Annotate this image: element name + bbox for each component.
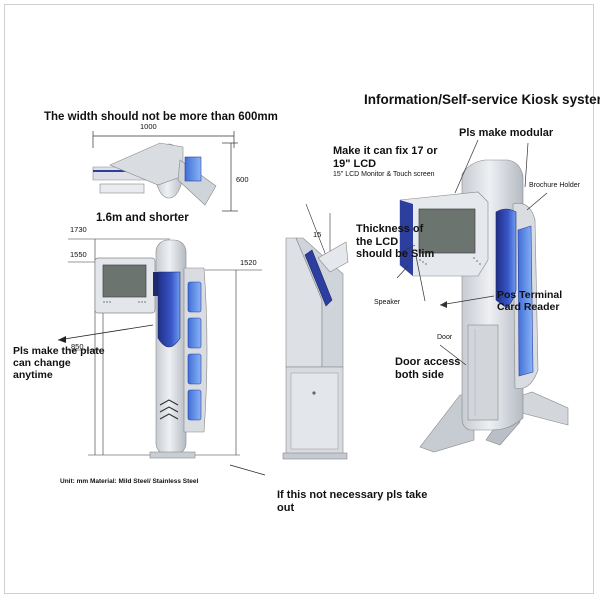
dimension-15: 15 <box>313 230 322 239</box>
page-title: Information/Self-service Kiosk system <box>364 92 600 107</box>
door-access-note: Door access both side <box>395 356 460 381</box>
plate-line-3: anytime <box>13 369 53 382</box>
not-necessary-line-1: If this not necessary pls take <box>277 489 428 501</box>
dimension-1000: 1000 <box>140 122 157 131</box>
lcd-size-line-2: 19" LCD <box>333 157 377 170</box>
plate-note: Pls make the plate can change anytime <box>13 345 105 381</box>
reader-line-2: Card Reader <box>497 301 560 314</box>
top-view <box>92 131 238 212</box>
not-necessary-line-2: out <box>277 501 295 514</box>
height-note: 1.6m and shorter <box>96 212 189 224</box>
plate-line-2: can change <box>13 357 71 370</box>
dimension-1730: 1730 <box>70 225 87 234</box>
door-label: Door <box>437 334 453 341</box>
not-necessary-note: If this not necessary pls take out <box>277 489 427 514</box>
dimension-1520: 1520 <box>240 258 257 267</box>
thickness-line-2: the LCD <box>356 235 399 248</box>
unit-material-note: Unit: mm Material: Mild Steel/ Stainless… <box>60 478 199 485</box>
lcd-size-note: Make it can fix 17 or 19" LCD <box>333 145 438 170</box>
image-frame <box>4 4 594 594</box>
dimension-850: 850 <box>71 342 84 351</box>
reader-note: Pos Terminal Card Reader <box>497 289 562 313</box>
perspective-view <box>396 139 569 453</box>
front-view <box>57 238 266 476</box>
lcd-size-line-1: Make it can fix 17 or <box>333 145 438 157</box>
door-access-line-1: Door access <box>395 356 461 368</box>
thickness-note: Thickness of the LCD should be Slim <box>356 223 434 261</box>
thickness-line-1: Thickness of <box>356 223 424 235</box>
speaker-label: Speaker <box>374 299 401 306</box>
dimension-1550: 1550 <box>70 250 87 259</box>
reader-line-1: Pos Terminal <box>497 289 563 301</box>
lcd-spec-note: 15" LCD Monitor & Touch screen <box>333 171 435 178</box>
brochure-label: Brochure Holder <box>529 182 580 189</box>
modular-note: Pls make modular <box>459 127 554 139</box>
door-access-line-2: both side <box>395 368 444 381</box>
dimension-600: 600 <box>236 175 249 184</box>
plate-line-1: Pls make the plate <box>13 345 105 357</box>
thickness-line-3: should be Slim <box>356 248 435 261</box>
width-note: The width should not be more than 600mm <box>44 111 278 123</box>
side-view <box>282 203 349 460</box>
